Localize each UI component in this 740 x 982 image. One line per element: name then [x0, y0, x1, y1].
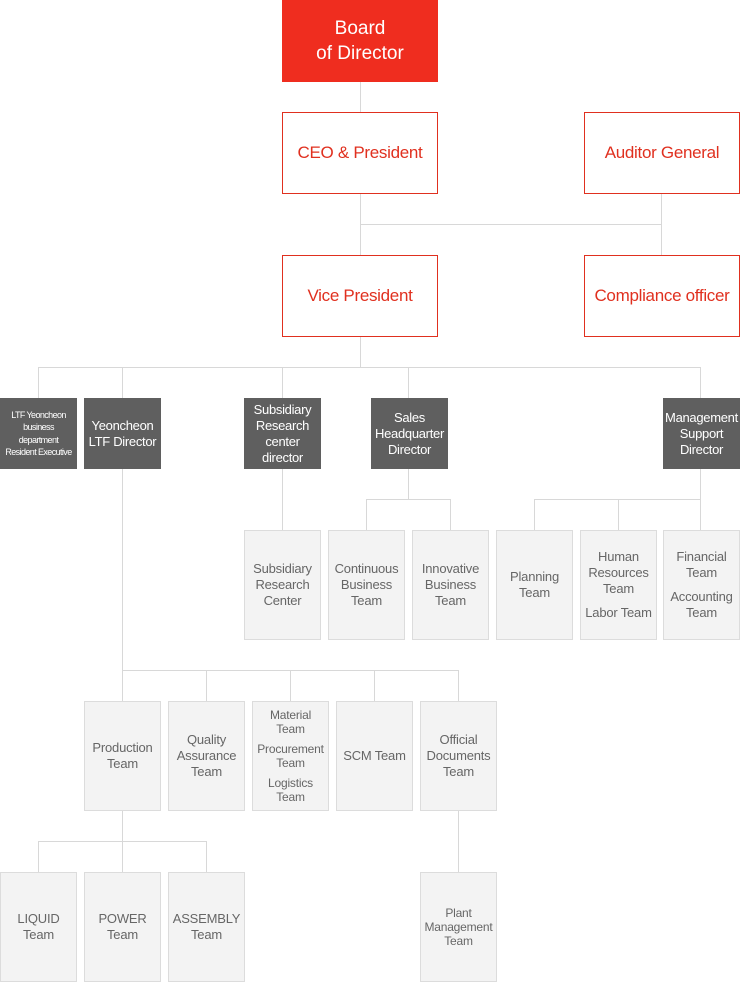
planning-team-box: Planning Team	[496, 530, 573, 640]
research-center-director-box: Subsidiary Research center director	[244, 398, 321, 469]
sales-headquarter-director-box: Sales Headquarter Director	[371, 398, 448, 469]
continuous-line-1: Continuous	[334, 561, 399, 576]
logistics-line-1: Logistics	[268, 776, 313, 790]
power-line-2: Team	[107, 927, 138, 942]
research-director-line-1: Subsidiary	[253, 401, 312, 417]
research-director-line-3: center	[265, 433, 300, 449]
accounting-line-1: Accounting	[670, 589, 733, 604]
plant-line-3: Team	[444, 934, 473, 948]
yeoncheon-line-1: Yeoncheon	[91, 417, 154, 433]
financial-line-2: Team	[686, 565, 717, 580]
subsidiary-research-center-box: Subsidiary Research Center	[244, 530, 321, 640]
assembly-team-box: ASSEMBLY Team	[168, 872, 245, 982]
ltf-resident-line-3: department	[18, 434, 59, 445]
financial-accounting-team-box: Financial Team Accounting Team	[663, 530, 740, 640]
official-line-3: Team	[443, 764, 474, 779]
production-line-2: Team	[107, 756, 138, 771]
management-director-line-1: Management	[665, 409, 738, 425]
sales-director-line-3: Director	[387, 441, 432, 457]
innovative-line-1: Innovative	[421, 561, 480, 576]
board-line-1: Board	[334, 18, 386, 39]
planning-line-1: Planning	[510, 569, 559, 584]
planning-line-2: Team	[519, 585, 550, 600]
ceo-president-box: CEO & President	[282, 112, 438, 194]
compliance-officer-label: Compliance officer	[594, 286, 730, 305]
scm-team-box: SCM Team	[336, 701, 413, 811]
innovative-line-2: Business	[424, 577, 477, 592]
production-team-box: Production Team	[84, 701, 161, 811]
liquid-team-box: LIQUID Team	[0, 872, 77, 982]
ltf-resident-line-1: LTF Yeoncheon	[11, 409, 66, 420]
official-line-1: Official	[439, 732, 478, 747]
human-resources-team-box: Human Resources Team Labor Team	[580, 530, 657, 640]
continuous-line-3: Team	[351, 593, 382, 608]
ltf-resident-line-4: Resident Executive	[5, 447, 72, 457]
innovative-line-3: Team	[435, 593, 466, 608]
ltf-resident-line-2: business	[23, 422, 54, 432]
ceo-president-label: CEO & President	[297, 143, 423, 162]
quality-line-2: Assurance	[176, 748, 237, 763]
research-director-line-2: Research	[255, 417, 310, 433]
accounting-line-2: Team	[686, 605, 717, 620]
research-center-line-2: Research	[255, 577, 310, 592]
auditor-general-box: Auditor General	[584, 112, 740, 194]
research-center-line-3: Center	[263, 593, 302, 608]
research-center-line-1: Subsidiary	[253, 561, 312, 576]
continuous-line-2: Business	[340, 577, 393, 592]
quality-line-1: Quality	[186, 732, 227, 747]
board-of-director-box: Board of Director	[282, 0, 438, 82]
sales-director-line-1: Sales	[393, 409, 426, 425]
compliance-officer-box: Compliance officer	[584, 255, 740, 337]
production-line-1: Production	[92, 740, 153, 755]
plant-line-1: Plant	[445, 906, 472, 920]
assembly-line-1: ASSEMBLY	[172, 911, 241, 926]
logistics-line-2: Team	[276, 790, 305, 804]
hr-line-3: Team	[603, 581, 634, 596]
vice-president-box: Vice President	[282, 255, 438, 337]
hr-line-2: Resources	[588, 565, 649, 580]
plant-line-2: Management	[424, 920, 493, 934]
official-line-2: Documents	[426, 748, 491, 763]
material-line-2: Team	[276, 722, 305, 736]
management-support-director-box: Management Support Director	[663, 398, 740, 469]
auditor-general-label: Auditor General	[604, 143, 720, 162]
board-line-2: of Director	[316, 43, 404, 64]
labor-team-label: Labor Team	[585, 605, 652, 620]
sales-director-line-2: Headquarter	[375, 425, 444, 441]
liquid-line-2: Team	[23, 927, 54, 942]
yeoncheon-line-2: LTF Director	[88, 433, 157, 449]
power-line-1: POWER	[98, 911, 147, 926]
management-director-line-3: Director	[679, 441, 724, 457]
quality-line-3: Team	[191, 764, 222, 779]
procurement-line-2: Team	[276, 756, 305, 770]
innovative-business-team-box: Innovative Business Team	[412, 530, 489, 640]
management-director-line-2: Support	[679, 425, 724, 441]
power-team-box: POWER Team	[84, 872, 161, 982]
material-line-1: Material	[269, 708, 312, 722]
material-procurement-logistics-box: Material Team Procurement Team Logistics…	[252, 701, 329, 811]
financial-line-1: Financial	[676, 549, 727, 564]
procurement-line-1: Procurement	[257, 742, 324, 756]
research-director-line-4: director	[262, 449, 303, 465]
liquid-line-1: LIQUID	[17, 911, 60, 926]
assembly-line-2: Team	[191, 927, 222, 942]
vice-president-label: Vice President	[307, 286, 413, 305]
hr-line-1: Human	[598, 549, 639, 564]
yeoncheon-ltf-director-box: Yeoncheon LTF Director	[84, 398, 161, 469]
ltf-resident-executive-box: LTF Yeoncheon business department Reside…	[0, 398, 77, 469]
scm-team-label: SCM Team	[343, 748, 406, 763]
continuous-business-team-box: Continuous Business Team	[328, 530, 405, 640]
plant-management-team-box: Plant Management Team	[420, 872, 497, 982]
official-documents-team-box: Official Documents Team	[420, 701, 497, 811]
quality-assurance-team-box: Quality Assurance Team	[168, 701, 245, 811]
